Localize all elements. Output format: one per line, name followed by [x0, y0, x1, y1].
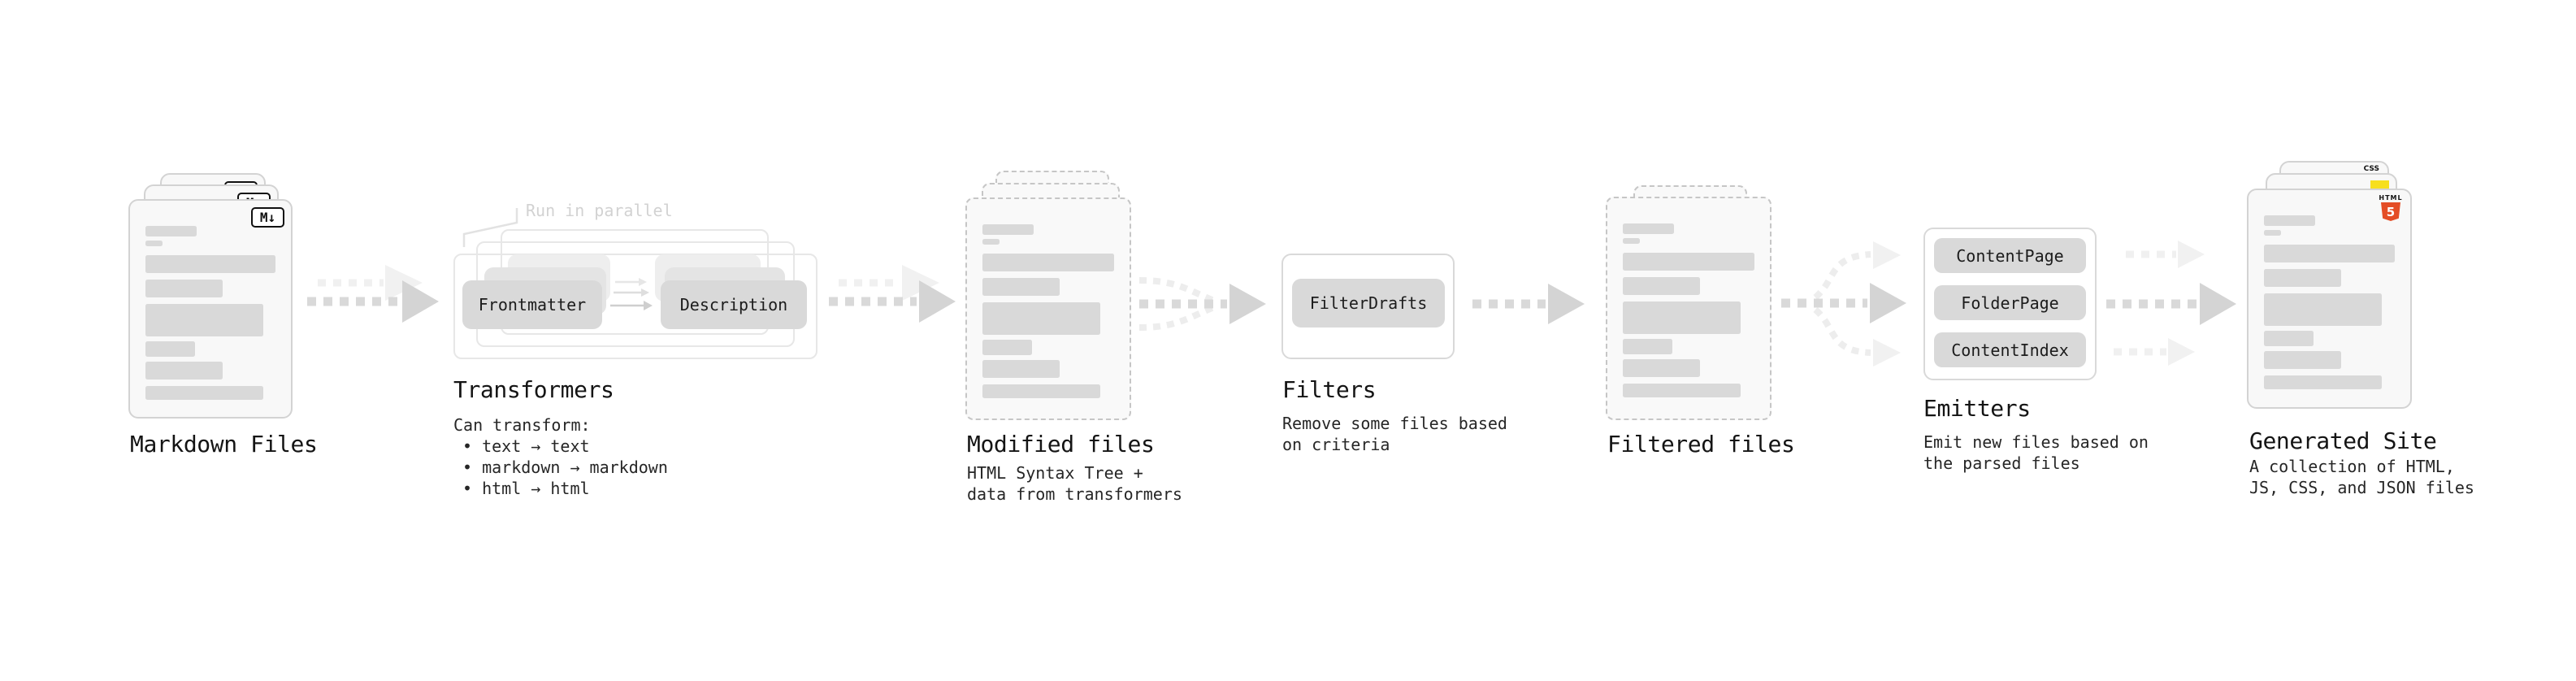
arrow-emitters-to-generated: [2106, 241, 2236, 366]
desc-line: on criteria: [1282, 435, 1390, 454]
text-line-bar: [982, 278, 1060, 296]
text-line-bar: [1623, 238, 1640, 244]
contentpage-pill: ContentPage: [1934, 238, 2086, 273]
stage-title-emitters: Emitters: [1923, 395, 2031, 422]
desc-line: JS, CSS, and JSON files: [2249, 478, 2474, 497]
desc-line: data from transformers: [967, 484, 1182, 504]
text-line-bar: [145, 280, 223, 297]
text-line-bar: [2264, 331, 2314, 346]
arrow-transformers-to-modified: [829, 265, 956, 323]
transformers-description: Can transform: • text → text • markdown …: [453, 414, 668, 499]
text-line-bar: [982, 340, 1032, 355]
desc-line: the parsed files: [1923, 453, 2080, 473]
text-line-bar: [145, 362, 223, 380]
contentindex-pill: ContentIndex: [1934, 332, 2086, 367]
text-line-bar: [145, 255, 275, 273]
document-text-lines: [982, 224, 1114, 398]
filters-description: Remove some files based on criteria: [1282, 413, 1507, 455]
css-icon-label: CSS: [2363, 165, 2379, 173]
desc-line: Remove some files based: [1282, 414, 1507, 433]
text-line-bar: [2264, 230, 2281, 236]
text-line-bar: [145, 226, 197, 236]
run-in-parallel-note: Run in parallel: [526, 201, 673, 220]
file-card-front: HTML 5: [2247, 189, 2412, 409]
document-text-lines: [2264, 215, 2395, 389]
text-line-bar: [2264, 215, 2315, 226]
dashed-file-card-front: [1606, 197, 1772, 420]
text-line-bar: [982, 254, 1114, 271]
frontmatter-pill: Frontmatter: [462, 280, 602, 329]
arrow-markdown-to-transformers: [307, 265, 439, 323]
text-line-bar: [2264, 269, 2341, 287]
description-pill: Description: [661, 280, 807, 329]
desc-line: A collection of HTML,: [2249, 457, 2455, 476]
arrow-filtered-to-emitters: [1781, 241, 1906, 367]
text-line-bar: [982, 239, 1000, 245]
arrow-modified-to-filters: [1138, 277, 1266, 331]
desc-line: HTML Syntax Tree +: [967, 463, 1143, 483]
arrow-filters-to-filtered: [1472, 284, 1585, 324]
text-line-bar: [982, 302, 1100, 335]
text-line-bar: [1623, 253, 1754, 271]
html5-icon: HTML 5: [2379, 194, 2403, 221]
text-line-bar: [1623, 359, 1700, 377]
modified-files-description: HTML Syntax Tree + data from transformer…: [967, 462, 1182, 505]
filterdrafts-pill: FilterDrafts: [1292, 279, 1445, 327]
desc-line: Emit new files based on: [1923, 432, 2149, 452]
text-line-bar: [2264, 245, 2395, 262]
text-line-bar: [982, 224, 1034, 235]
document-text-lines: [145, 226, 275, 400]
html5-icon-label: HTML: [2379, 194, 2403, 202]
generated-site-description: A collection of HTML, JS, CSS, and JSON …: [2249, 456, 2474, 498]
emitters-description: Emit new files based on the parsed files: [1923, 432, 2149, 474]
folderpage-pill: FolderPage: [1934, 285, 2086, 320]
stage-title-filters: Filters: [1282, 376, 1377, 403]
text-line-bar: [145, 386, 263, 400]
text-line-bar: [1623, 301, 1741, 334]
text-line-bar: [982, 360, 1060, 378]
stage-title-modified-files: Modified files: [967, 431, 1155, 458]
text-line-bar: [2264, 293, 2382, 326]
stage-title-filtered-files: Filtered files: [1607, 431, 1795, 458]
text-line-bar: [2264, 375, 2382, 389]
html5-icon-number: 5: [2386, 204, 2396, 219]
text-line-bar: [1623, 277, 1700, 295]
desc-bullet: • markdown → markdown: [462, 458, 668, 477]
text-line-bar: [982, 384, 1100, 398]
document-text-lines: [1623, 223, 1754, 397]
desc-line: Can transform:: [453, 415, 591, 435]
text-line-bar: [1623, 384, 1741, 397]
desc-bullet: • text → text: [462, 436, 590, 456]
text-line-bar: [145, 341, 195, 357]
text-line-bar: [1623, 223, 1674, 234]
html5-icon-shield: 5: [2381, 202, 2400, 221]
text-line-bar: [2264, 351, 2341, 369]
text-line-bar: [145, 241, 163, 246]
file-card-front: M↓: [128, 199, 293, 419]
text-line-bar: [145, 304, 263, 336]
stage-title-generated-site: Generated Site: [2249, 427, 2437, 454]
text-line-bar: [1623, 339, 1672, 354]
markdown-icon: M↓: [251, 207, 284, 228]
stage-title-transformers: Transformers: [453, 376, 614, 403]
stage-title-markdown-files: Markdown Files: [130, 431, 318, 458]
dashed-file-card-front: [965, 197, 1131, 420]
transformer-layer-box-front: [453, 254, 817, 359]
desc-bullet: • html → html: [462, 479, 590, 498]
